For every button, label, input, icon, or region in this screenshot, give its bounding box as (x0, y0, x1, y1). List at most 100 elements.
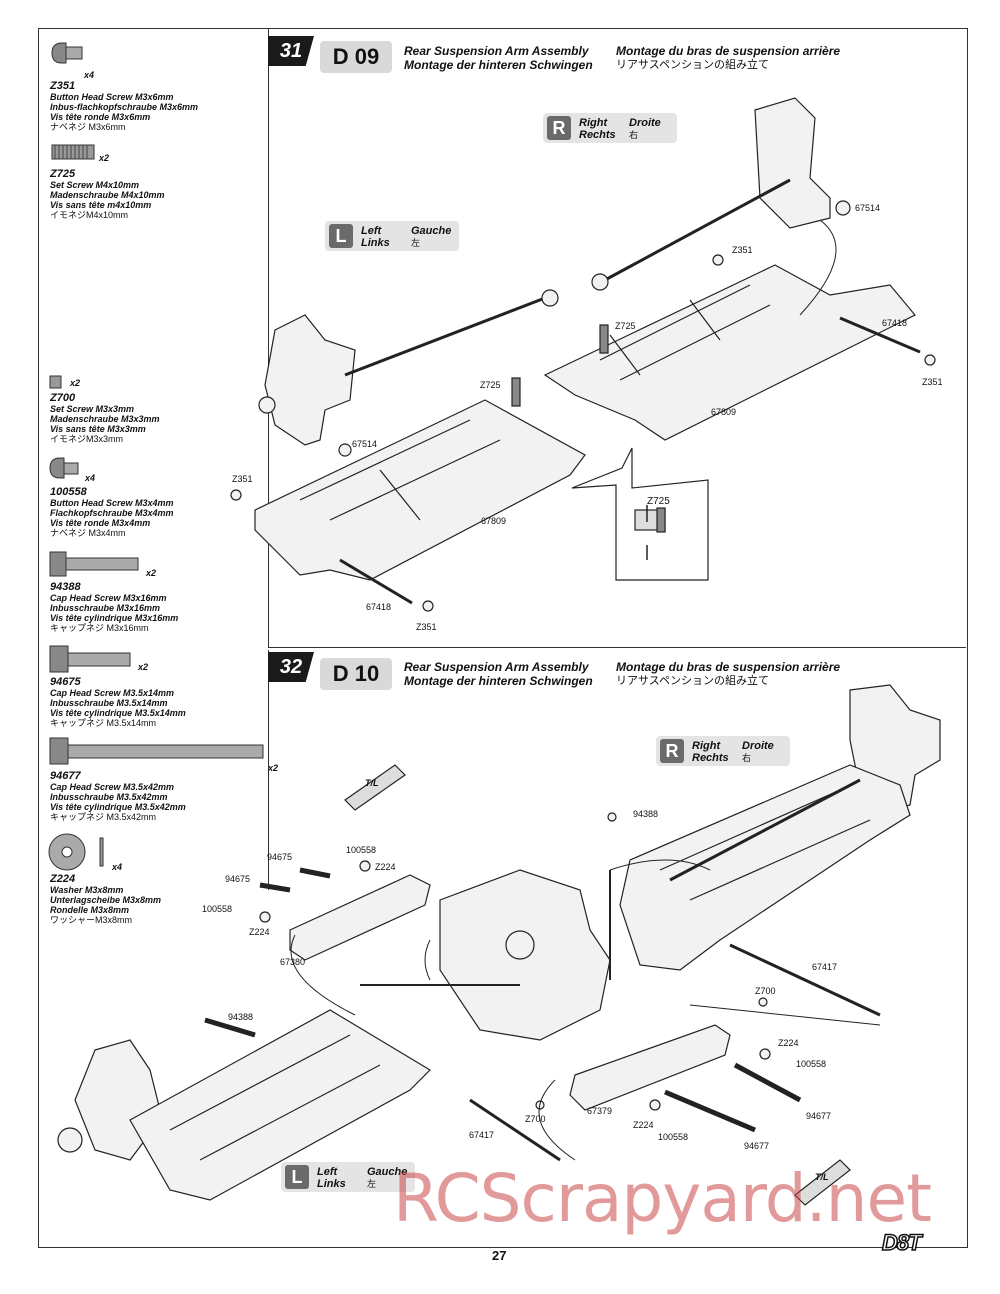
part-desc-en: Cap Head Screw M3x16mm (50, 593, 167, 603)
callout-label: 67514 (855, 203, 881, 213)
side-en: Left (361, 225, 382, 237)
side-en: Left (317, 1166, 338, 1178)
side-jp: 右 (629, 130, 639, 140)
part-desc-fr: Vis tête cylindrique M3.5x42mm (50, 802, 186, 812)
part-100558: 100558 Button Head Screw M3x4mm Flachkop… (50, 486, 174, 538)
side-de: Links (361, 237, 390, 249)
part-desc-en: Button Head Screw M3x4mm (50, 498, 174, 508)
side-en: Right (579, 117, 608, 129)
part-94388: 94388 Cap Head Screw M3x16mm Inbusschrau… (50, 581, 178, 633)
step-title-fr: Montage du bras de suspension arrière (616, 660, 841, 674)
side-badge-left: L Left Links Gauche 左 (325, 221, 459, 251)
step-title-de: Montage der hinteren Schwingen (404, 674, 593, 688)
step-title-en: Rear Suspension Arm Assembly (404, 660, 589, 674)
side-letter: L (285, 1165, 309, 1189)
step-title-jp: リアサスペンションの組み立て (616, 675, 770, 687)
part-code: 94675 (50, 676, 81, 688)
part-desc-de: Unterlagscheibe M3x8mm (50, 895, 162, 905)
callout-label: 94677 (806, 1111, 832, 1121)
side-en: Right (692, 740, 721, 752)
part-desc-de: Madenschraube M4x10mm (50, 190, 165, 200)
part-desc-jp: ナベネジ M3x6mm (50, 122, 126, 132)
callout-label: 67514 (352, 439, 378, 449)
step-title-en: Rear Suspension Arm Assembly (404, 44, 589, 58)
button-head-screw-icon (51, 42, 83, 64)
callout-label: 67809 (481, 516, 507, 526)
part-desc-jp: キャップネジ M3.5x14mm (50, 718, 157, 728)
qty-badge: x2 (138, 662, 149, 672)
page-number: 27 (492, 1248, 507, 1263)
part-desc-en: Cap Head Screw M3.5x42mm (50, 782, 175, 792)
side-letter: R (547, 116, 571, 140)
part-code: 94677 (50, 770, 81, 782)
callout-label: Z700 (755, 986, 776, 996)
part-code: Z700 (50, 392, 76, 404)
step-divider (268, 647, 966, 648)
callout-label: Z725 (615, 321, 636, 331)
part-desc-jp: イモネジM4x10mm (50, 210, 129, 220)
set-screw-small-icon (49, 375, 62, 389)
step-number: 31 (268, 36, 314, 66)
watermark: RCScrapyard.net (393, 1160, 932, 1237)
qty-badge: x4 (84, 70, 95, 80)
callout-label: 100558 (346, 845, 377, 855)
callout-label: 94675 (225, 874, 251, 884)
button-head-screw-icon (49, 457, 79, 479)
callout-label: Z224 (249, 927, 270, 937)
part-desc-fr: Vis tête ronde M3x4mm (50, 518, 151, 528)
part-z725: Z725 Set Screw M4x10mm Madenschraube M4x… (50, 168, 165, 220)
side-fr: Droite (629, 117, 661, 129)
part-code: 100558 (50, 486, 87, 498)
callout-label: Z700 (525, 1114, 546, 1124)
part-desc-jp: ワッシャーM3x8mm (50, 915, 133, 925)
set-screw-icon (51, 144, 95, 160)
thread-lock-label: T/L (815, 1172, 829, 1182)
cap-head-screw-icon (49, 551, 139, 577)
callout-label: Z351 (732, 245, 753, 255)
step-code: D 09 (320, 41, 392, 73)
qty-badge: x2 (70, 378, 81, 388)
part-z224: Z224 Washer M3x8mm Unterlagscheibe M3x8m… (50, 873, 161, 925)
callout-label: Z224 (375, 862, 396, 872)
callout-label: Z224 (633, 1120, 654, 1130)
page-frame (38, 28, 968, 1248)
callout-label: 67809 (711, 407, 737, 417)
part-desc-fr: Vis sans tête M3x3mm (50, 424, 146, 434)
qty-badge: x2 (146, 568, 157, 578)
part-desc-jp: イモネジM3x3mm (50, 434, 124, 444)
part-z351: Z351 Button Head Screw M3x6mm Inbus-flac… (50, 80, 198, 132)
step-title-left: Rear Suspension Arm Assembly Montage der… (404, 44, 593, 72)
callout-label: Z224 (778, 1038, 799, 1048)
part-desc-de: Flachkopfschraube M3x4mm (50, 508, 174, 518)
callout-label: 94388 (633, 809, 659, 819)
callout-label: 67417 (812, 962, 838, 972)
step-title-right: Montage du bras de suspension arrière リア… (616, 44, 840, 72)
part-desc-fr: Rondelle M3x8mm (50, 905, 130, 915)
part-desc-fr: Vis tête cylindrique M3x16mm (50, 613, 179, 623)
parts-icons (48, 42, 264, 871)
qty-badge: x4 (85, 473, 96, 483)
part-code: Z725 (50, 168, 76, 180)
part-desc-fr: Vis tête cylindrique M3.5x14mm (50, 708, 186, 718)
callout-label: 94677 (744, 1141, 770, 1151)
callout-label: Z725 (647, 496, 670, 507)
side-fr: Gauche (411, 225, 452, 237)
step-code: D 10 (320, 658, 392, 690)
callout-label: 94388 (228, 1012, 254, 1022)
callout-label: Z351 (922, 377, 943, 387)
part-desc-de: Inbusschraube M3.5x42mm (50, 792, 168, 802)
step-title-right: Montage du bras de suspension arrière リア… (616, 660, 840, 688)
callout-label: 67417 (469, 1130, 495, 1140)
part-94677: 94677 Cap Head Screw M3.5x42mm Inbusschr… (50, 770, 186, 822)
part-desc-en: Set Screw M4x10mm (50, 180, 140, 190)
side-jp: 右 (742, 753, 752, 763)
part-z700: Z700 Set Screw M3x3mm Madenschraube M3x3… (50, 392, 160, 444)
callout-label: Z351 (416, 622, 437, 632)
part-desc-en: Washer M3x8mm (50, 885, 124, 895)
part-desc-de: Inbusschraube M3x16mm (50, 603, 161, 613)
washer-icon (48, 833, 104, 871)
callout-label: 67418 (882, 318, 908, 328)
cap-head-screw-icon (49, 645, 131, 673)
part-desc-fr: Vis tête ronde M3x6mm (50, 112, 151, 122)
side-jp: 左 (411, 238, 421, 248)
